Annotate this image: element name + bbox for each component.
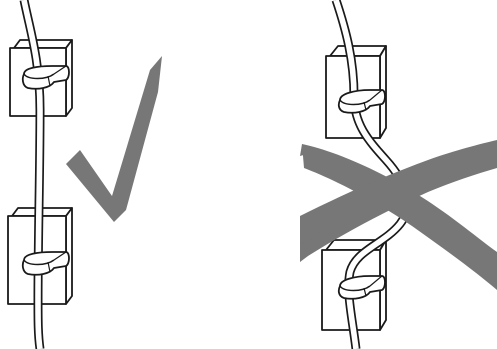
clip-strap-lower [21, 251, 70, 276]
clip-base-upper [325, 45, 387, 139]
panel-incorrect [300, 0, 497, 349]
clip-strap-lower [337, 275, 386, 300]
cable-straight [19, 0, 45, 349]
cross-mark-icon [300, 140, 497, 290]
clip-strap-upper [337, 89, 386, 114]
check-mark-icon [66, 56, 162, 222]
panel-correct [7, 0, 162, 349]
clip-strap-upper [21, 65, 70, 90]
